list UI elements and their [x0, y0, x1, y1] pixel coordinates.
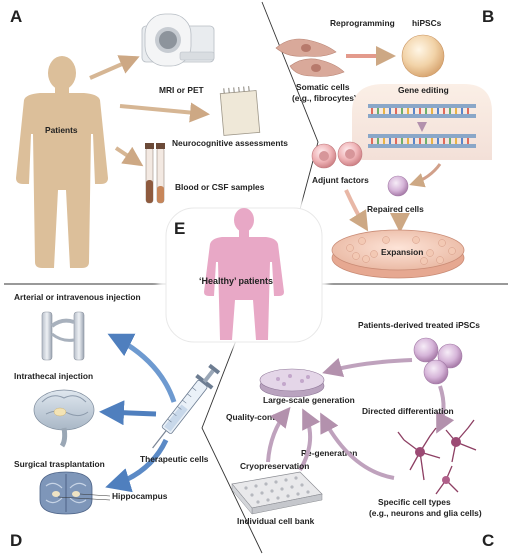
culture-dish-icon [259, 368, 325, 398]
directed-differentiation-arrow [436, 385, 455, 434]
regeneration-label: Re-generation [301, 448, 357, 458]
hippocampus-pointer-1 [79, 493, 111, 497]
blood-vessel-icon [41, 311, 85, 361]
brain-sagittal-icon [33, 389, 95, 448]
cryo-plate-icon [231, 471, 323, 515]
panel-d: D Arterial or intravenous injection Intr… [10, 292, 221, 550]
panel-a: A Patients MRI or PET [10, 7, 288, 268]
patients-label: Patients [45, 125, 78, 135]
adjunt-factor-cells-icon [311, 141, 363, 169]
syringe-to-vessel-arrow [107, 333, 177, 403]
quality-label: Quality-control [226, 412, 286, 422]
panel-c: C Patients-derived treated iPSCs Large-s… [226, 320, 494, 550]
repaired-cell-icon [387, 175, 409, 197]
panel-b-letter: B [482, 7, 494, 26]
cluster-to-dish-arrow [322, 357, 413, 378]
mri-scanner-icon [141, 13, 215, 67]
hipscs-label: hiPSCs [412, 18, 442, 28]
arterial-label: Arterial or intravenous injection [14, 292, 141, 302]
repaired-label: Repaired cells [367, 204, 424, 214]
reprogramming-label: Reprogramming [330, 18, 395, 28]
blood-tubes-icon [145, 143, 165, 204]
hippocampus-label: Hippocampus [112, 491, 168, 501]
expansion-label: Expansion [381, 247, 423, 257]
regeneration-arrow [298, 408, 321, 472]
edited-to-repaired-arrow [409, 163, 442, 188]
mri-label: MRI or PET [159, 85, 205, 95]
healthy-patient-silhouette [204, 208, 284, 340]
large-scale-label: Large-scale generation [263, 395, 355, 405]
hipsc-cell-icon [401, 34, 445, 78]
quality-control-arrow [266, 406, 291, 463]
syringe-to-brain-arrow [99, 400, 157, 426]
directed-label: Directed differentiation [362, 406, 454, 416]
panel-e-letter: E [174, 219, 185, 238]
dna-strand-top [368, 104, 476, 118]
somatic-label-1: Somatic cells [296, 82, 350, 92]
petri-dish-icon [331, 229, 465, 279]
adjunt-to-dish-arrow [344, 189, 369, 232]
bank-label: Individual cell bank [237, 516, 315, 526]
somatic-label-2: (e.g., fibrocytes) [292, 93, 357, 103]
therapeutic-label: Therapeutic cells [140, 454, 209, 464]
panel-c-letter: C [482, 531, 494, 550]
neurons-to-dish-arrow [320, 412, 395, 480]
healthy-label: ‘Healthy’ patients [199, 276, 273, 286]
neuron-bodies-icon [415, 437, 461, 484]
panel-e: E ‘Healthy’ patients [158, 200, 328, 348]
patient-silhouette [16, 56, 108, 268]
adjunt-label: Adjunt factors [312, 175, 369, 185]
notepad-icon [219, 86, 261, 136]
ipsc-cluster-icon [413, 337, 463, 385]
neuro-label: Neurocognitive assessments [172, 138, 288, 148]
panel-d-letter: D [10, 531, 22, 550]
blood-label: Blood or CSF samples [175, 182, 265, 192]
specific-label-2: (e.g., neurons and glia cells) [369, 508, 482, 518]
arrow-to-neuro [119, 102, 210, 123]
specific-label-1: Specific cell types [378, 497, 451, 507]
somatic-cells-icon [275, 38, 345, 77]
syringe-icon [152, 363, 221, 449]
brain-coronal-icon [39, 471, 93, 515]
dna-strand-bottom [368, 134, 476, 148]
arrow-to-blood [114, 146, 144, 167]
neurons-icon [397, 419, 477, 495]
panel-a-letter: A [10, 7, 22, 26]
gene-editing-label: Gene editing [398, 85, 449, 95]
intrathecal-label: Intrathecal injection [14, 371, 93, 381]
surgical-label: Surgical trasplantation [14, 459, 105, 469]
syringe-to-coronal-arrow [105, 438, 169, 493]
arrow-to-mri [89, 55, 140, 80]
hippocampus-pointer-2 [57, 496, 111, 501]
derived-label: Patients-derived treated iPSCs [358, 320, 480, 330]
panel-b: B Reprogramming hiPSCs Somatic cells (e.… [275, 7, 494, 279]
cryo-label: Cryopreservation [240, 461, 309, 471]
